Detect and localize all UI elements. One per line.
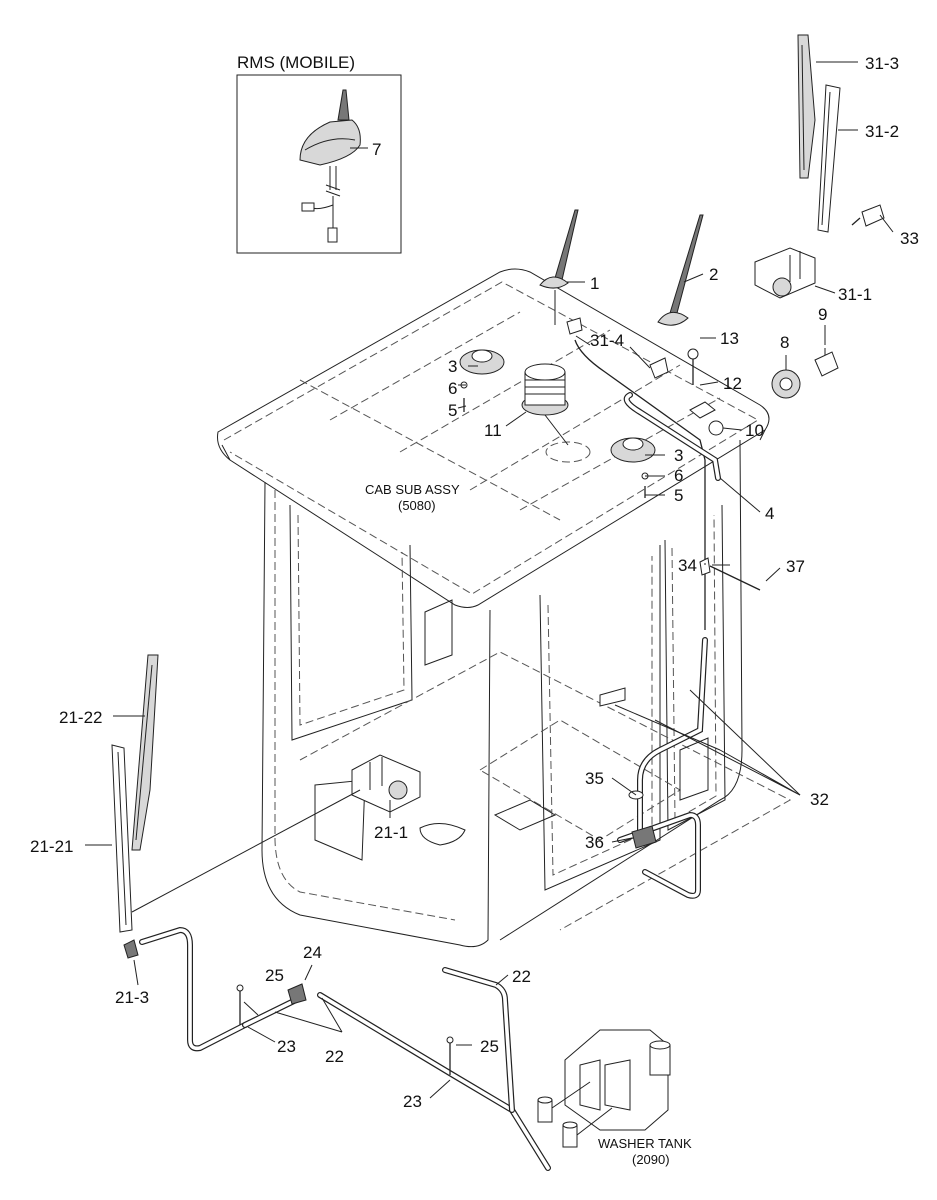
callout-21-3: 21-3 [115,988,149,1007]
callout-11: 11 [484,421,502,440]
callout-25-right: 25 [480,1037,499,1056]
callout-21-21: 21-21 [30,837,73,856]
o-ring-10 [708,420,724,436]
nozzle-21-3 [123,939,139,959]
rms-inset: RMS (MOBILE) [236,53,402,254]
wiper-harness [566,317,721,630]
bolt-37 [709,565,761,591]
callout-35: 35 [585,769,604,788]
callout-21-22: 21-22 [59,708,102,727]
callout-2: 2 [709,265,718,284]
callout-4: 4 [765,504,774,523]
cab-body-left [261,481,491,948]
cab-sub-assy-code: (5080) [398,498,436,513]
rear-wiper [111,654,421,959]
callout-21-1: 21-1 [374,823,408,842]
callout-10: 10 [745,421,764,440]
cab-rear-window [289,504,413,741]
callout-31-1: 31-1 [838,285,872,304]
washer-hoses [139,557,761,1171]
callout-3-upper: 3 [448,357,457,376]
cab-body-right [499,439,743,941]
speaker-3-upper [459,349,505,412]
callout-36: 36 [585,833,604,852]
clamp-34 [699,557,711,576]
washer-tank: WASHER TANK (2090) [537,1029,692,1167]
callout-22-right: 22 [512,967,531,986]
callout-22-left: 22 [325,1047,344,1066]
antenna-1 [539,209,579,325]
inset-frame [236,74,402,254]
callout-12: 12 [723,374,742,393]
callout-24: 24 [303,943,322,962]
callout-8: 8 [780,333,789,352]
callout-3-lower: 3 [674,446,683,465]
front-wiper [754,34,885,299]
check-valve-24 [287,983,307,1005]
beacon-lamp-11 [521,363,591,463]
rear-panel [314,779,366,861]
wiper-blade-21-22 [131,654,159,851]
bracket-12 [689,401,716,419]
callout-31-4: 31-4 [590,331,624,350]
callout-23-right: 23 [403,1092,422,1111]
callout-31-3: 31-3 [865,54,899,73]
callout-31-2: 31-2 [865,122,899,141]
callout-9: 9 [818,305,827,324]
antenna-2 [657,214,704,326]
callout-13: 13 [720,329,739,348]
callout-23-left: 23 [277,1037,296,1056]
callout-34: 34 [678,556,697,575]
callout-7: 7 [372,140,381,159]
callout-33: 33 [900,229,919,248]
callout-6-lower: 6 [674,466,683,485]
cab-door [539,545,661,891]
leader-lines [85,61,894,1099]
callout-5-upper: 5 [448,401,457,420]
wiper-motor-21-1 [351,754,421,813]
callout-6-upper: 6 [448,379,457,398]
hardware-group [687,348,839,436]
inset-title: RMS (MOBILE) [237,53,355,72]
wiper-blade-31-3 [797,34,816,179]
switch-9 [814,351,839,377]
connector-36 [631,825,657,849]
callout-32: 32 [810,790,829,809]
callout-25-left: 25 [265,966,284,985]
mobile-antenna [299,89,361,243]
cab-sub-assy-label: CAB SUB ASSY [365,482,460,497]
cab-sub-assy: CAB SUB ASSY (5080) [217,268,792,948]
callout-37: 37 [786,557,805,576]
callout-1: 1 [590,274,599,293]
callouts: 1 2 3 3 4 5 5 6 6 7 8 9 10 11 12 13 21-1… [30,54,919,1111]
cab-floor [299,651,792,931]
washer-tank-code: (2090) [632,1152,670,1167]
speaker-3-lower [610,437,656,498]
nut-33 [861,204,885,227]
callout-5-lower: 5 [674,486,683,505]
washer-tank-label: WASHER TANK [598,1136,692,1151]
